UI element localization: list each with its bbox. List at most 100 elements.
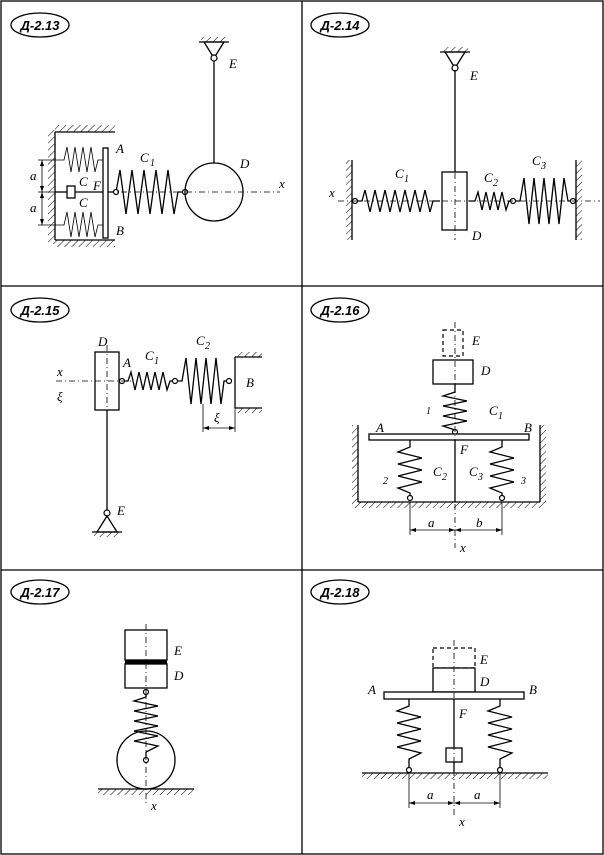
- label-b: B: [116, 223, 124, 238]
- label-a-left: a: [427, 787, 434, 802]
- upper-spring: [58, 146, 103, 173]
- panel-d-2-16: Д-2.16: [310, 297, 546, 555]
- label-c3-sub: 3: [540, 161, 546, 172]
- label-a-dim: a: [428, 515, 435, 530]
- lower-spring: [58, 211, 103, 238]
- label-n3: 3: [520, 476, 526, 487]
- label-f: F: [459, 442, 469, 457]
- label-c-top: C: [79, 174, 88, 189]
- label-c1-sub: 1: [150, 158, 155, 169]
- spring-c1: [122, 369, 175, 393]
- panel-badge: Д-2.17: [10, 579, 70, 605]
- damper-f: [55, 185, 103, 199]
- block-separator: [125, 660, 167, 664]
- block-e-dashed: [432, 647, 476, 669]
- panel-badge: Д-2.13: [10, 12, 70, 38]
- label-n1: 1: [426, 406, 431, 417]
- label-a-bottom: a: [30, 200, 37, 215]
- label-c-bottom: C: [79, 195, 88, 210]
- pivot-e: [440, 47, 470, 72]
- plate-ab: [102, 147, 109, 239]
- pivot-e: [199, 37, 229, 62]
- spring-c1: [440, 384, 468, 431]
- spring-right: [485, 699, 514, 768]
- label-c1: C: [489, 403, 498, 418]
- label-x: x: [278, 176, 285, 191]
- dimension-a: [38, 159, 58, 226]
- dimension-ab: [409, 502, 503, 535]
- spring: [131, 690, 160, 760]
- container: [352, 425, 546, 508]
- label-e: E: [479, 652, 488, 667]
- label-c2-sub: 2: [493, 178, 498, 189]
- spring-c2: [177, 357, 229, 405]
- label-c2-sub: 2: [205, 341, 210, 352]
- label-c3: C: [532, 153, 541, 168]
- label-a: A: [375, 420, 384, 435]
- label-e: E: [173, 643, 182, 658]
- panel-badge: Д-2.18: [310, 579, 370, 605]
- label-e: E: [228, 56, 237, 71]
- panel-id: Д-2.15: [19, 303, 60, 318]
- spring-left: [394, 699, 423, 768]
- spring-c3: [487, 440, 515, 498]
- panel-d-2-13: Д-2.13: [10, 12, 285, 247]
- label-x: x: [328, 185, 335, 200]
- dimension-xi: [202, 404, 236, 432]
- panel-id: Д-2.17: [19, 585, 60, 600]
- label-c1: C: [145, 348, 154, 363]
- panel-id: Д-2.14: [319, 18, 360, 33]
- label-c1-sub: 1: [498, 411, 503, 422]
- label-c1: C: [140, 150, 149, 165]
- panel-d-2-17: Д-2.17 E D x: [10, 579, 194, 813]
- label-xi-left: ξ: [57, 389, 63, 404]
- right-wall: [575, 160, 582, 240]
- label-c3: C: [469, 464, 478, 479]
- left-wall: [346, 160, 353, 240]
- label-d: D: [471, 228, 482, 243]
- label-xi-gap: ξ: [214, 410, 220, 425]
- label-x: x: [56, 364, 63, 379]
- block-e-dashed: [442, 329, 464, 357]
- panel-id: Д-2.18: [319, 585, 360, 600]
- spring-c3: [515, 177, 574, 225]
- label-a-right: a: [474, 787, 481, 802]
- label-a-top: a: [30, 168, 37, 183]
- label-a: A: [115, 141, 124, 156]
- label-a: A: [122, 355, 131, 370]
- spring-c1: [355, 189, 440, 213]
- label-b-dim: b: [476, 515, 483, 530]
- panel-d-2-14: Д-2.14 E: [310, 12, 600, 243]
- label-e: E: [116, 503, 125, 518]
- panel-badge: Д-2.14: [310, 12, 370, 38]
- label-b: B: [246, 375, 254, 390]
- panel-d-2-18: Д-2.18 E: [310, 579, 548, 829]
- label-f: F: [458, 706, 468, 721]
- label-c2-sub: 2: [442, 472, 447, 483]
- panel-badge: Д-2.16: [310, 297, 370, 323]
- label-a: A: [367, 682, 376, 697]
- label-b: B: [524, 420, 532, 435]
- label-x: x: [458, 814, 465, 829]
- label-c2: C: [433, 464, 442, 479]
- panel-d-2-15: Д-2.15: [10, 297, 262, 537]
- label-c2: C: [484, 170, 493, 185]
- panel-badge: Д-2.15: [10, 297, 70, 323]
- wall-b: [234, 352, 262, 413]
- label-e: E: [469, 68, 478, 83]
- label-n2: 2: [383, 476, 388, 487]
- label-b: B: [529, 682, 537, 697]
- block-d: [432, 359, 474, 385]
- label-f: F: [92, 178, 102, 193]
- label-x: x: [459, 540, 466, 555]
- dimension-aa: [408, 773, 501, 808]
- label-c3-sub: 3: [477, 472, 483, 483]
- label-c2: C: [196, 333, 205, 348]
- wall-bracket: [48, 125, 115, 247]
- panel-id: Д-2.13: [19, 18, 60, 33]
- label-d: D: [239, 156, 250, 171]
- label-d: D: [480, 363, 491, 378]
- label-d: D: [479, 674, 490, 689]
